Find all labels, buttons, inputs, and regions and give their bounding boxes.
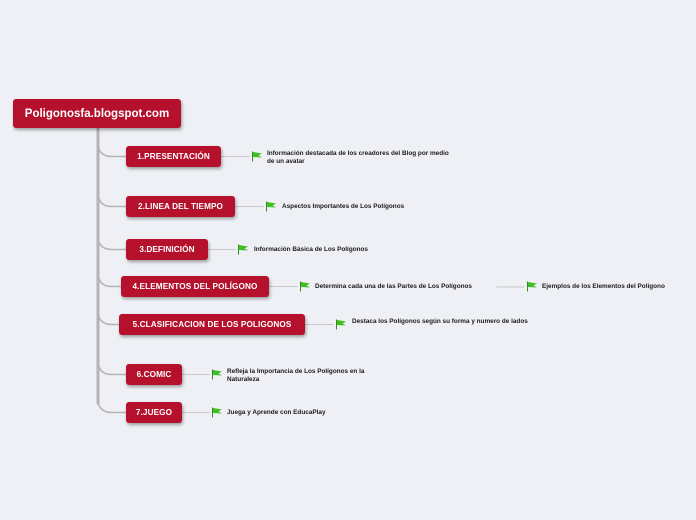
topic-label: 5.CLASIFICACION DE LOS POLIGONOS bbox=[132, 320, 292, 329]
flag-icon bbox=[527, 281, 537, 292]
branch-line bbox=[97, 309, 120, 326]
topic-label: 1.PRESENTACIÓN bbox=[137, 152, 210, 161]
branch-line bbox=[97, 271, 122, 288]
topic-label: 2.LINEA DEL TIEMPO bbox=[137, 202, 224, 211]
note-elementos-ejemplos: Ejemplos de los Elementos del Poligono bbox=[542, 283, 665, 290]
branch-line bbox=[97, 191, 127, 208]
note-linea-del-tiempo: Aspectos Importantes de Los Polígonos bbox=[282, 203, 405, 210]
flag-icon bbox=[212, 369, 222, 380]
flag-icon bbox=[336, 319, 346, 330]
note-definicion: Información Básica de Los Polígonos bbox=[254, 246, 368, 253]
note-juego: Juega y Aprende con EducaPlay bbox=[227, 409, 326, 416]
note-presentacion: Información destacada de los creadores d… bbox=[267, 150, 449, 165]
branch-line bbox=[97, 397, 127, 414]
topic-node-definicion[interactable]: 3.DEFINICIÓN bbox=[126, 239, 208, 260]
note-elementos-partes: Determina cada una de las Partes de Los … bbox=[315, 283, 472, 290]
topic-label: 6.COMIC bbox=[136, 370, 172, 379]
flag-icon bbox=[266, 201, 276, 212]
flag-icon bbox=[212, 407, 222, 418]
note-comic: Refleja la Importancia de Los Polígonos … bbox=[227, 368, 365, 383]
branch-line bbox=[97, 141, 127, 158]
topic-node-comic[interactable]: 6.COMIC bbox=[126, 364, 182, 385]
note-clasificacion: Destaca los Polígonos según su forma y n… bbox=[352, 318, 528, 325]
flag-icon bbox=[252, 151, 262, 162]
branch-line bbox=[97, 359, 127, 376]
topic-label: 4.ELEMENTOS DEL POLÍGONO bbox=[132, 282, 258, 291]
branch-line bbox=[97, 234, 127, 251]
flag-icon bbox=[238, 244, 248, 255]
topic-node-elementos-del-poligono[interactable]: 4.ELEMENTOS DEL POLÍGONO bbox=[121, 276, 269, 297]
flag-icon bbox=[300, 281, 310, 292]
topic-label: 7.JUEGO bbox=[135, 408, 173, 417]
topic-node-presentacion[interactable]: 1.PRESENTACIÓN bbox=[126, 146, 221, 167]
topic-node-juego[interactable]: 7.JUEGO bbox=[126, 402, 182, 423]
topic-node-linea-del-tiempo[interactable]: 2.LINEA DEL TIEMPO bbox=[126, 196, 235, 217]
topic-label: 3.DEFINICIÓN bbox=[139, 245, 195, 254]
root-label: Poligonosfa.blogspot.com bbox=[24, 107, 170, 120]
topic-node-clasificacion[interactable]: 5.CLASIFICACION DE LOS POLIGONOS bbox=[119, 314, 305, 335]
root-node[interactable]: Poligonosfa.blogspot.com bbox=[13, 99, 181, 128]
